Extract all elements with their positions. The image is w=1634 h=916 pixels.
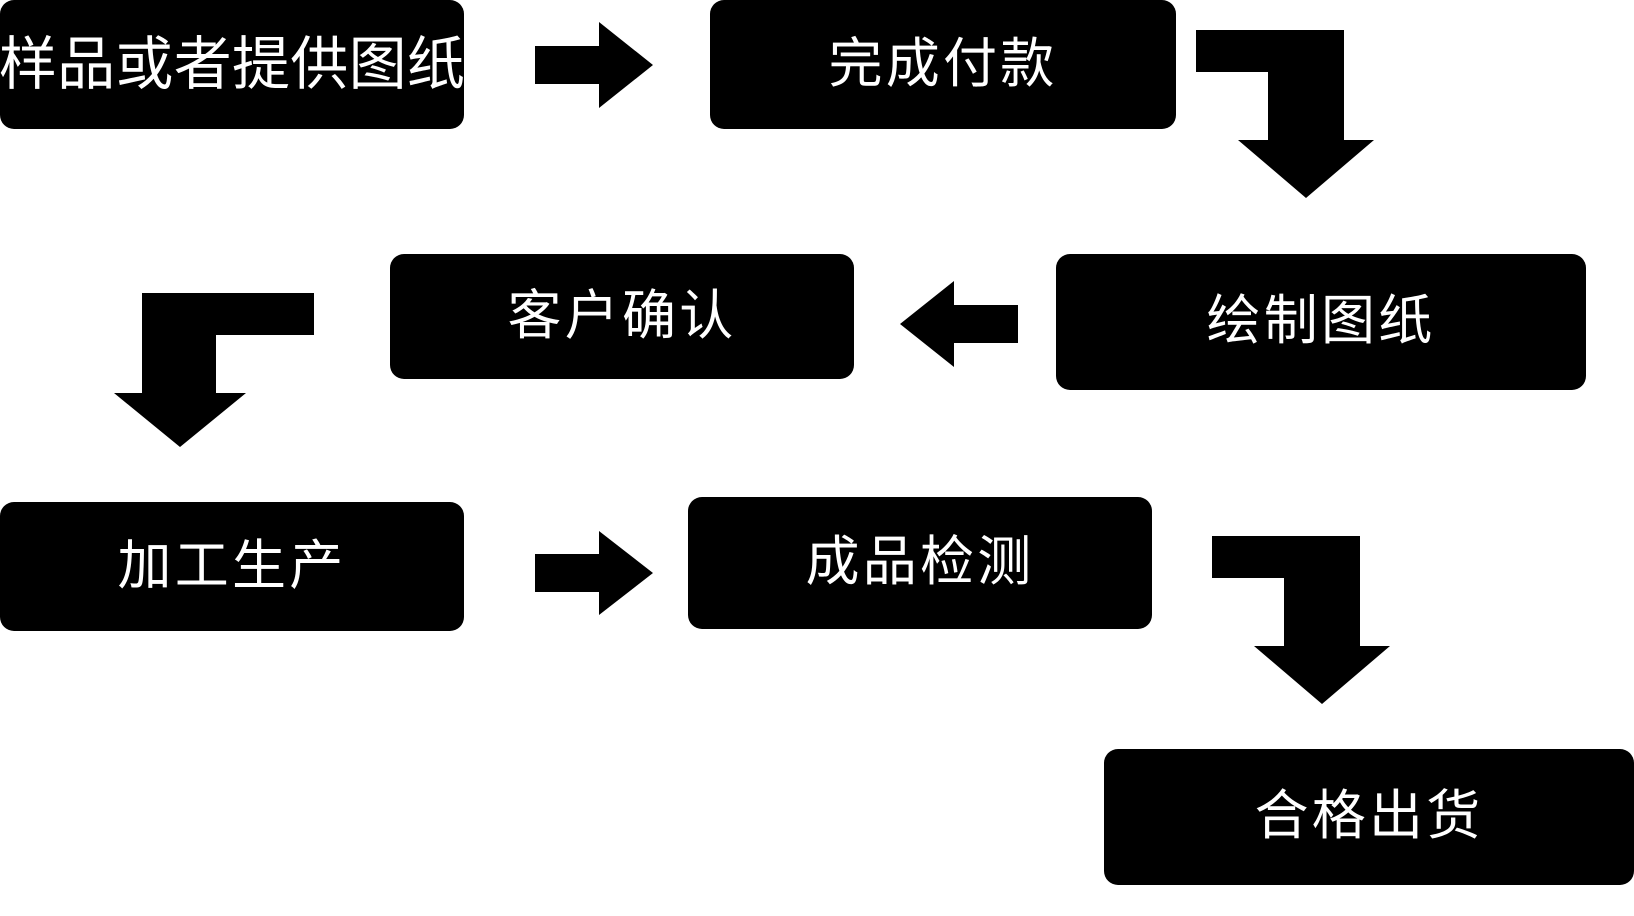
flow-node-label: 合格出货 (1254, 786, 1484, 847)
flow-node-complete-payment[interactable]: 完成付款 (710, 0, 1176, 129)
flow-node-label: 客户确认 (507, 285, 737, 346)
flow-node-finished-product-inspection[interactable]: 成品检测 (688, 497, 1152, 629)
arrow-elbow-right-down-icon (1212, 536, 1390, 704)
flow-node-label: 成品检测 (805, 532, 1035, 593)
arrow-left-icon (900, 281, 1018, 367)
flow-node-label: 绘制图纸 (1206, 291, 1436, 352)
arrow-right-icon (535, 531, 653, 615)
flow-node-label: 加工生产 (117, 535, 347, 596)
flow-node-qualified-shipment[interactable]: 合格出货 (1104, 749, 1634, 885)
flow-node-customer-confirm[interactable]: 客户确认 (390, 254, 854, 379)
flow-node-processing-production[interactable]: 加工生产 (0, 502, 464, 631)
arrow-elbow-left-down-icon (112, 293, 314, 447)
flow-node-draw-drawings[interactable]: 绘制图纸 (1056, 254, 1586, 390)
flow-node-label: 样品或者提供图纸 (0, 31, 466, 97)
flow-node-sample-or-drawing[interactable]: 样品或者提供图纸 (0, 0, 466, 129)
flow-node-label: 完成付款 (828, 33, 1058, 94)
arrow-elbow-right-down-icon (1196, 30, 1374, 198)
arrow-right-icon (535, 22, 653, 108)
